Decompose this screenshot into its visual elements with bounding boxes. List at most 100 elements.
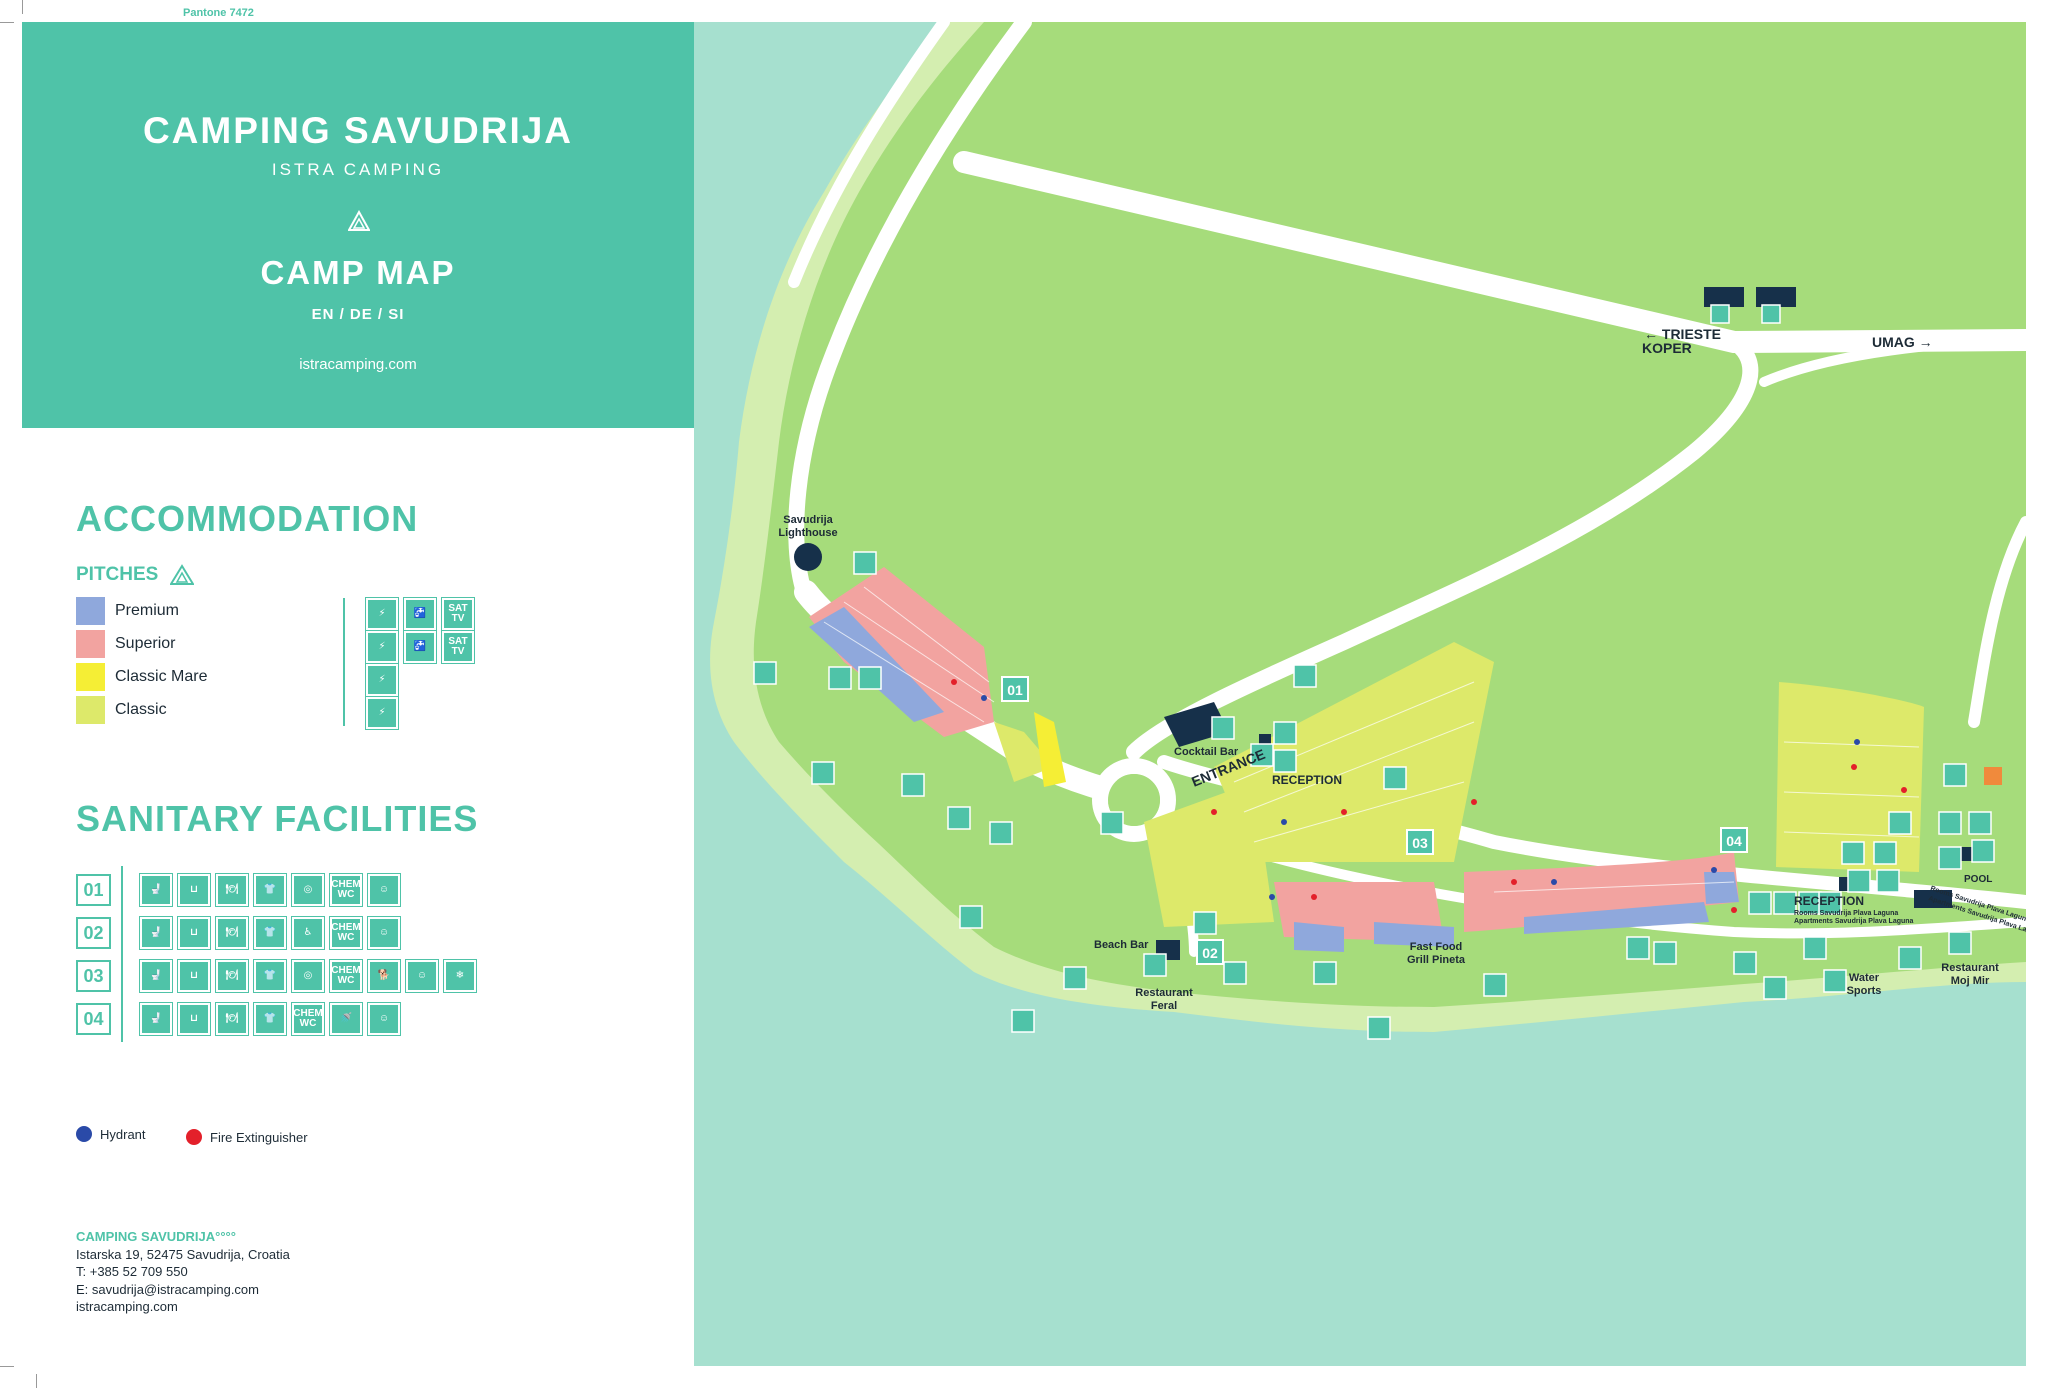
- chem-wc-text: CHEM WC: [331, 922, 361, 943]
- hydrant-label: Hydrant: [100, 1126, 146, 1142]
- plug-icon: ⚡: [366, 697, 398, 729]
- baby-icon: ☺: [406, 960, 438, 992]
- sanitary-id-03: 03: [76, 960, 111, 992]
- disabled-wc-icon: ♿: [292, 917, 324, 949]
- sanitary-marker-01: 01: [1007, 682, 1023, 698]
- camp-subtitle: ISTRA CAMPING: [271, 160, 445, 179]
- hydrant-legend: Hydrant: [76, 1126, 146, 1142]
- sink-icon: ⊔: [178, 874, 210, 906]
- baby-icon: ☺: [368, 917, 400, 949]
- pitch-zones: [809, 567, 1924, 952]
- shower-icon: 🚿: [330, 1003, 362, 1035]
- toilet-icon: 🚽: [140, 917, 172, 949]
- chem-wc-text: CHEM WC: [331, 879, 361, 900]
- website-url[interactable]: istracamping.com: [299, 356, 417, 373]
- label-umag: UMAG →: [1872, 334, 1933, 350]
- sanitary-title: SANITARY FACILITIES: [76, 798, 479, 839]
- toilet-icon: 🚽: [140, 960, 172, 992]
- contact-name: CAMPING SAVUDRIJA°°°°: [76, 1229, 236, 1244]
- contact-phone[interactable]: T: +385 52 709 550: [76, 1264, 188, 1279]
- legend-label: Superior: [115, 635, 176, 652]
- contact-email[interactable]: E: savudrija@istracamping.com: [76, 1281, 259, 1297]
- sanitary-id-04: 04: [76, 1003, 111, 1035]
- legend-label: Classic: [115, 701, 167, 718]
- contact-web[interactable]: istracamping.com: [76, 1299, 178, 1314]
- label-reception: RECEPTION: [1272, 773, 1342, 787]
- pitches-title: PITCHES: [76, 564, 159, 585]
- swatch-superior: [76, 630, 105, 658]
- legend-classic-mare: Classic Mare: [76, 663, 207, 691]
- plug-water-icon: ⚡: [366, 598, 398, 630]
- lighthouse-marker: [794, 543, 822, 571]
- label-koper: KOPER: [1642, 340, 1692, 356]
- sink-icon: ⊔: [178, 917, 210, 949]
- umag-text: UMAG: [1872, 334, 1915, 350]
- water-tap-icon: 🚰: [404, 631, 436, 663]
- trieste-text: TRIESTE: [1662, 326, 1721, 342]
- crop-mark: [0, 22, 14, 23]
- sanitary-markers: 01 02 03 04: [1001, 676, 1748, 965]
- label-beach-bar: Beach Bar: [1094, 939, 1149, 951]
- sink-icon: ⊔: [178, 1003, 210, 1035]
- laundry-sink-icon: 👕: [254, 960, 286, 992]
- crop-mark: [22, 0, 23, 14]
- toilet-icon: 🚽: [140, 1003, 172, 1035]
- contact-address: Istarska 19, 52475 Savudrija, Croatia: [76, 1246, 290, 1262]
- pantone-note: Pantone 7472: [183, 7, 254, 19]
- safety-dots: [951, 679, 1907, 913]
- label-reception-2: RECEPTION: [1794, 894, 1864, 908]
- laundry-sink-icon: 👕: [254, 874, 286, 906]
- accommodation-title: ACCOMMODATION: [76, 498, 419, 539]
- laundry-sink-icon: 👕: [254, 1003, 286, 1035]
- sat-tv-text: SAT TV: [448, 603, 468, 624]
- legend-label: Classic Mare: [115, 668, 208, 685]
- dog-shower-icon: 🐕: [368, 960, 400, 992]
- label-apartments: Apartments Savudrija Plava Laguna: [1794, 918, 1914, 925]
- swatch-premium: [76, 597, 105, 625]
- extinguisher-dot: [186, 1129, 202, 1145]
- sat-tv-icon: SAT TV: [442, 631, 474, 663]
- dishwash-icon: 🍽: [216, 917, 248, 949]
- water-tap-icon: 🚰: [404, 598, 436, 630]
- camp-map-title: CAMP MAP: [260, 254, 456, 291]
- chem-wc-icon: CHEM WC: [330, 917, 362, 949]
- label-trieste: ← TRIESTE: [1644, 326, 1721, 342]
- sanitary-marker-02: 02: [1202, 945, 1218, 961]
- sat-tv-icon: SAT TV: [442, 598, 474, 630]
- toilet-icon: 🚽: [140, 874, 172, 906]
- chem-wc-text: CHEM WC: [331, 965, 361, 986]
- sanitary-marker-04: 04: [1726, 833, 1742, 849]
- chem-wc-text: CHEM WC: [293, 1008, 323, 1029]
- roundabout: [1092, 758, 1176, 842]
- crop-mark: [0, 1366, 14, 1367]
- sink-icon: ⊔: [178, 960, 210, 992]
- orange-marker: [1984, 767, 2002, 785]
- plug-water-icon: ⚡: [366, 631, 398, 663]
- label-rooms: Rooms Savudrija Plava Laguna: [1794, 910, 1898, 917]
- legend-superior: Superior: [76, 630, 175, 658]
- contact-block: CAMPING SAVUDRIJA°°°° Istarska 19, 52475…: [76, 1228, 290, 1316]
- header-panel: CAMPING SAVUDRIJA ISTRA CAMPING CAMP MAP…: [22, 22, 694, 428]
- land-area: [753, 22, 2026, 1007]
- hydrant-dot: [76, 1126, 92, 1142]
- dishwash-icon: 🍽: [216, 874, 248, 906]
- sanitary-id-02: 02: [76, 917, 111, 949]
- tent-logo-icon: [348, 210, 370, 231]
- sat-tv-text: SAT TV: [448, 636, 468, 657]
- legend-classic: Classic: [76, 696, 167, 724]
- washing-machine-icon: ◎: [292, 960, 324, 992]
- camp-title: CAMPING SAVUDRIJA: [142, 110, 574, 151]
- dishwash-icon: 🍽: [216, 960, 248, 992]
- tent-logo-icon: [170, 564, 194, 585]
- map-icons: [753, 304, 1995, 1040]
- sanitary-divider: [121, 866, 123, 1042]
- swatch-classic-mare: [76, 663, 105, 691]
- label-cocktail-bar: Cocktail Bar: [1174, 746, 1239, 758]
